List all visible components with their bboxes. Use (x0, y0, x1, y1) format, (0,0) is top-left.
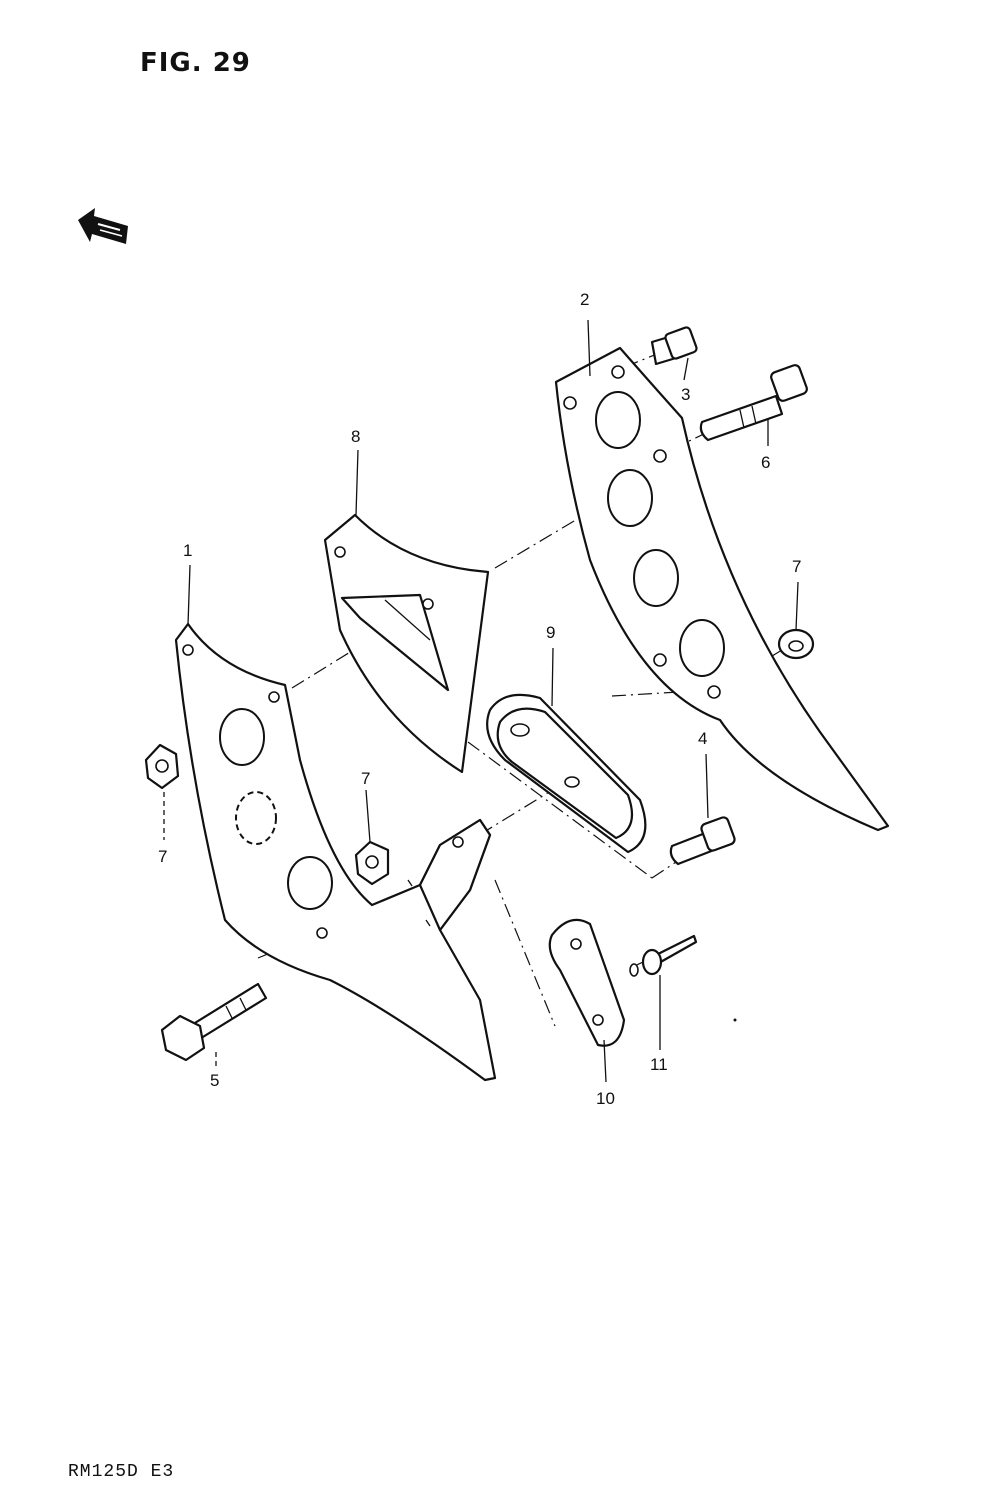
callout-labels: 1 2 3 4 5 6 7 7 7 8 9 10 11 (158, 290, 801, 1108)
part-5-long-bolt (160, 982, 268, 1062)
callout-leaders (163, 319, 799, 1083)
callout-1: 1 (183, 541, 192, 560)
callout-4: 4 (698, 729, 707, 748)
callout-7-left: 7 (158, 847, 167, 866)
callout-7-right: 7 (792, 557, 801, 576)
callout-8: 8 (351, 427, 360, 446)
front-direction-arrow-icon (78, 208, 128, 244)
part-7-nut-middle (354, 840, 390, 886)
callout-3: 3 (681, 385, 690, 404)
part-6-long-bolt (699, 364, 808, 442)
callout-11: 11 (650, 1055, 668, 1074)
part-1-left-bracket (174, 622, 497, 1082)
callout-6: 6 (761, 453, 770, 472)
surface-marks (407, 879, 737, 1022)
part-10-plate (548, 918, 626, 1047)
callout-7-middle: 7 (361, 769, 370, 788)
part-2-right-bracket (554, 346, 890, 832)
part-9-rubber-cushion (486, 693, 647, 854)
part-11-pin (629, 934, 698, 977)
figure-title: FIG. 29 (140, 48, 251, 78)
part-8-bracket-plate (323, 513, 490, 774)
callout-9: 9 (546, 623, 555, 642)
part-3-bolt (650, 326, 698, 366)
callout-2: 2 (580, 290, 589, 309)
model-code: RM125D E3 (68, 1462, 175, 1482)
callout-10: 10 (596, 1089, 615, 1108)
part-4-bolt (669, 816, 736, 866)
part-7-nut-left (144, 743, 180, 790)
part-7-nut-right (777, 628, 815, 660)
callout-5: 5 (210, 1071, 219, 1090)
